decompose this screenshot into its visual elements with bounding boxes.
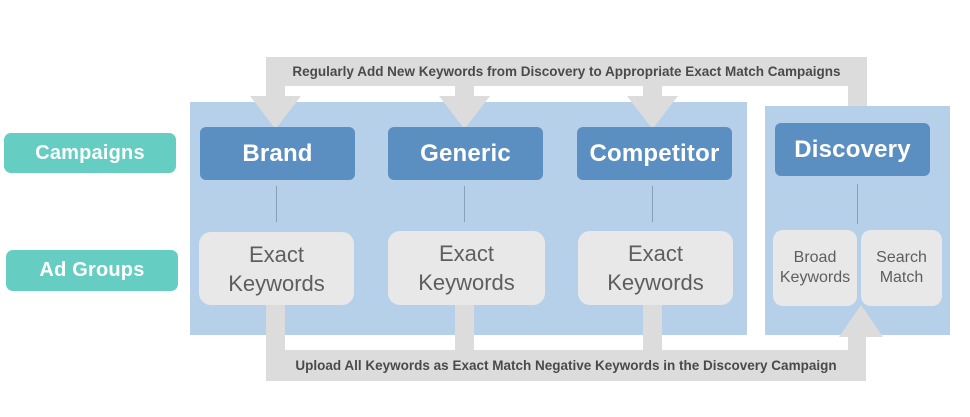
ad-groups-row-label: Ad Groups [6, 250, 178, 291]
top-flow-text: Regularly Add New Keywords from Discover… [292, 64, 841, 79]
arrow-head-generic [439, 96, 490, 129]
bottom-flow-text: Upload All Keywords as Exact Match Negat… [295, 358, 837, 373]
connector-competitor [652, 186, 653, 222]
ad-group-broad-keywords: Broad Keywords [773, 230, 857, 306]
campaign-discovery: Discovery [775, 123, 930, 176]
arrow-head-discovery [839, 305, 883, 337]
ad-group-search-match: Search Match [861, 230, 942, 306]
ad-group-line1: Exact [248, 241, 305, 267]
campaigns-row-label: Campaigns [4, 133, 176, 173]
arrow-head-competitor [627, 96, 678, 129]
ad-group-competitor-exact-keywords: Exact Keywords [578, 231, 733, 305]
connector-brand [276, 186, 277, 222]
ad-group-line1: Search [876, 249, 927, 266]
connector-discovery [857, 184, 858, 224]
ad-group-line1: Exact [438, 241, 495, 266]
ad-group-line2: Keywords [228, 270, 325, 296]
connector-generic [464, 186, 465, 222]
ad-group-line2: Keywords [418, 270, 515, 295]
ad-group-line2: Match [879, 269, 924, 286]
ad-group-brand-exact-keywords: Exact Keywords [199, 232, 354, 305]
ad-group-line1: Broad [793, 249, 837, 266]
campaign-competitor: Competitor [577, 127, 732, 180]
ad-group-line2: Keywords [779, 269, 851, 286]
ad-group-generic-exact-keywords: Exact Keywords [388, 231, 545, 305]
campaign-generic: Generic [388, 127, 543, 180]
ad-group-line1: Exact [627, 241, 684, 266]
campaign-brand: Brand [200, 127, 355, 180]
ad-group-line2: Keywords [607, 270, 704, 295]
arrow-head-brand [250, 96, 301, 129]
